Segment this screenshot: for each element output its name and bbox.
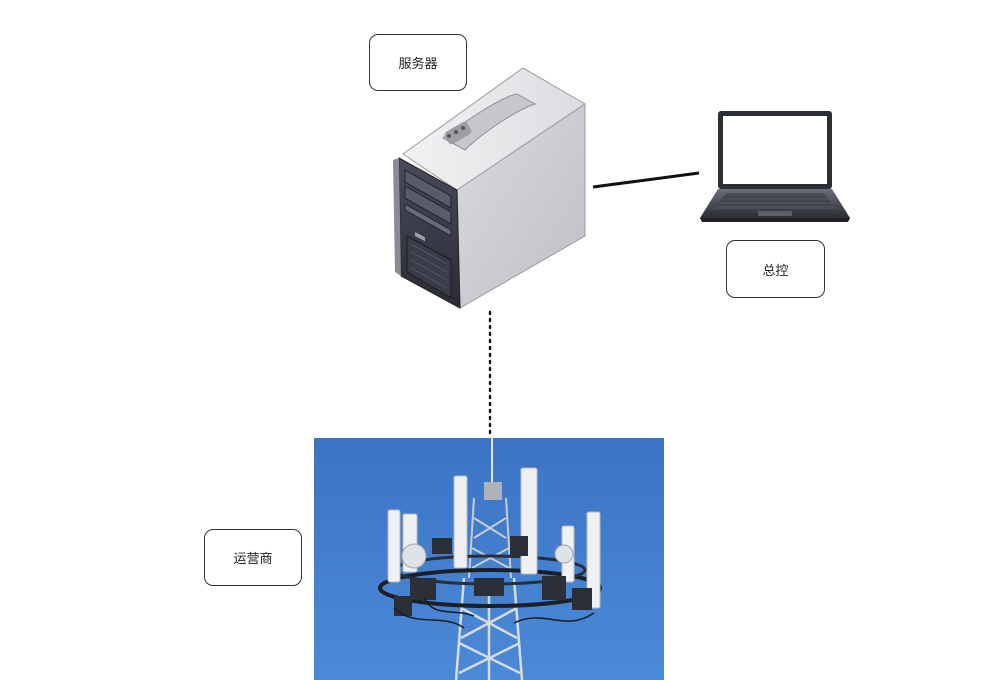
control-label-text: 总控 [762,263,789,279]
control-label: 总控 [726,240,825,298]
solid-connector-server-control [592,171,700,189]
laptop-icon [700,111,850,222]
server-label: 服务器 [369,34,467,91]
operator-label-text: 运营商 [233,552,273,567]
operator-label: 运营商 [204,529,302,586]
server-label-text: 服务器 [398,57,438,72]
server-tower-icon [393,67,586,309]
cell-tower-photo [314,438,664,680]
